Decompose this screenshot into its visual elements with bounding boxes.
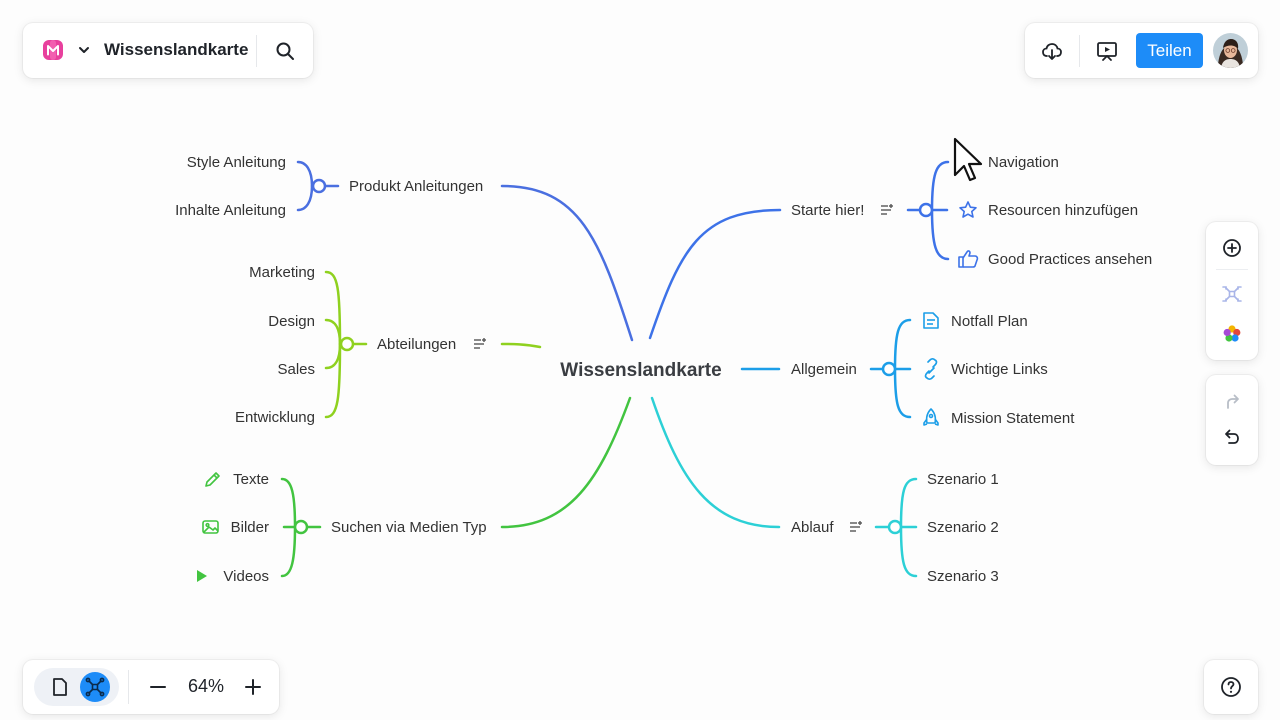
insert-toolbar (1206, 222, 1258, 360)
divider (256, 35, 257, 67)
mindmap-view-icon (80, 672, 110, 702)
collapse-toggle-allgemein[interactable] (883, 363, 895, 375)
node-inhalte-anleitung[interactable]: Inhalte Anleitung (175, 202, 286, 219)
user-avatar[interactable] (1213, 33, 1248, 68)
connector-ablauf-szenario1 (901, 479, 916, 527)
connector-medien-videos (282, 527, 295, 576)
node-notfall-plan[interactable]: Notfall Plan (951, 313, 1028, 330)
node-navigation[interactable]: Navigation (988, 154, 1059, 171)
structure-icon[interactable] (1220, 282, 1244, 306)
node-szenario-2[interactable]: Szenario 2 (927, 519, 999, 536)
connector-produkt-style (298, 162, 312, 186)
node-style-anleitung[interactable]: Style Anleitung (187, 154, 286, 171)
note-icon[interactable] (881, 204, 893, 214)
node-bilder[interactable]: Bilder (231, 519, 269, 536)
node-suchen-via-medien-typ[interactable]: Suchen via Medien Typ (331, 519, 487, 536)
node-texte[interactable]: Texte (233, 471, 269, 488)
connector-root-starte (650, 210, 780, 338)
collapse-toggle-medien[interactable] (295, 521, 307, 533)
document-header-panel: Wissenslandkarte (23, 23, 313, 78)
image-icon (203, 521, 218, 533)
chevron-down-icon[interactable] (77, 43, 91, 57)
node-videos[interactable]: Videos (223, 568, 269, 585)
redo-icon[interactable] (1220, 390, 1244, 414)
connector-root-ablauf (652, 398, 779, 527)
node-resourcen-hinzufuegen[interactable]: Resourcen hinzufügen (988, 202, 1138, 219)
node-starte-hier[interactable]: Starte hier! (791, 202, 864, 219)
cloud-download-icon[interactable] (1040, 39, 1064, 63)
node-marketing[interactable]: Marketing (249, 264, 315, 281)
root-node[interactable]: Wissenslandkarte (560, 360, 721, 381)
node-szenario-1[interactable]: Szenario 1 (927, 471, 999, 488)
undo-icon[interactable] (1220, 425, 1244, 449)
rocket-icon (924, 409, 938, 425)
connector-starte-navigation (932, 162, 948, 210)
connector-ablauf-szenario3 (901, 527, 916, 576)
node-szenario-3[interactable]: Szenario 3 (927, 568, 999, 585)
node-abteilungen[interactable]: Abteilungen (377, 336, 456, 353)
connector-allgemein-mission (895, 369, 910, 417)
node-design[interactable]: Design (268, 313, 315, 330)
connector-abteilungen-sales (326, 344, 340, 368)
collapse-toggle-abteilungen[interactable] (341, 338, 353, 350)
view-zoom-panel: 64% (23, 660, 279, 714)
star-icon (960, 202, 976, 217)
collapse-toggle-ablauf[interactable] (889, 521, 901, 533)
presentation-icon[interactable] (1095, 39, 1119, 63)
app-logo-icon[interactable] (42, 39, 64, 61)
document-view-icon[interactable] (49, 676, 71, 698)
connector-starte-good-practices (932, 210, 948, 259)
view-mode-toggle (34, 668, 119, 706)
connector-root-abteilungen (502, 344, 540, 347)
help-icon[interactable] (1219, 675, 1243, 699)
connector-root-produkt (502, 186, 632, 340)
divider (1216, 269, 1248, 270)
header-actions-panel: Teilen (1025, 23, 1258, 78)
link-icon (926, 359, 937, 379)
collapse-toggle-starte[interactable] (920, 204, 932, 216)
note-icon[interactable] (474, 338, 486, 348)
document-icon (924, 313, 938, 328)
connector-allgemein-notfall (895, 320, 910, 369)
share-button[interactable]: Teilen (1136, 33, 1203, 68)
connector-root-medien (502, 398, 630, 527)
search-icon[interactable] (273, 39, 297, 63)
collapse-toggle-produkt[interactable] (313, 180, 325, 192)
node-entwicklung[interactable]: Entwicklung (235, 409, 315, 426)
connector-produkt-inhalte (298, 186, 312, 210)
mindmap-view-button[interactable] (80, 672, 110, 702)
history-toolbar (1206, 375, 1258, 465)
branch-ablauf (652, 398, 916, 576)
zoom-level[interactable]: 64% (181, 676, 231, 697)
help-panel (1204, 660, 1258, 714)
node-ablauf[interactable]: Ablauf (791, 519, 834, 536)
thumbs-up-icon (959, 251, 977, 267)
add-topic-icon[interactable] (1220, 236, 1244, 260)
note-icon[interactable] (850, 521, 862, 531)
connector-medien-texte (282, 479, 295, 527)
branch-medien-typ (282, 398, 630, 576)
node-sales[interactable]: Sales (277, 361, 315, 378)
node-mission-statement[interactable]: Mission Statement (951, 410, 1075, 427)
zoom-out-icon[interactable] (146, 675, 170, 699)
divider (128, 670, 129, 704)
divider (1079, 35, 1080, 67)
branch-starte-hier (650, 162, 948, 338)
connector-abteilungen-design (326, 320, 340, 344)
play-icon (197, 570, 207, 582)
color-palette-icon[interactable] (1220, 322, 1244, 346)
pencil-icon (206, 473, 219, 486)
node-produkt-anleitungen[interactable]: Produkt Anleitungen (349, 178, 483, 195)
document-title[interactable]: Wissenslandkarte (104, 40, 248, 60)
zoom-in-icon[interactable] (241, 675, 265, 699)
node-allgemein[interactable]: Allgemein (791, 361, 857, 378)
node-good-practices[interactable]: Good Practices ansehen (988, 251, 1152, 268)
node-wichtige-links[interactable]: Wichtige Links (951, 361, 1048, 378)
